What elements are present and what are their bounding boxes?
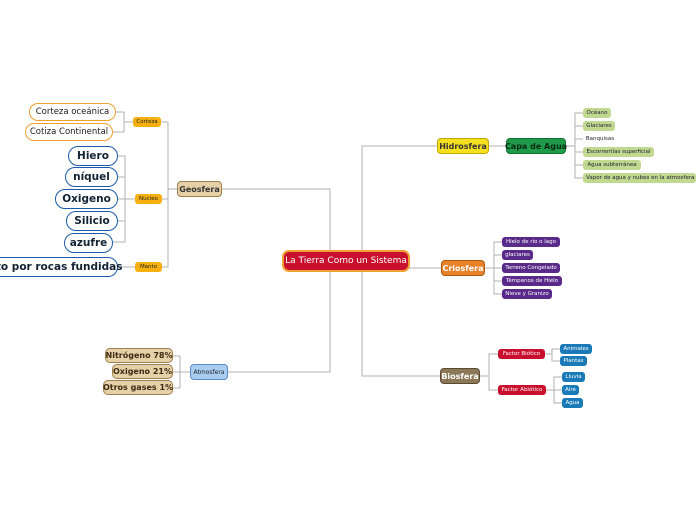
atmosfera-node[interactable]: Atmosfera [190,364,228,380]
capa-agua-node[interactable]: Capa de Agua [505,138,567,154]
agua-subterranea-item[interactable]: Agua subterránea [583,160,641,170]
manto-node[interactable]: Manto [135,262,162,272]
corteza-continental-item[interactable]: Cotiza Continental [25,123,113,141]
factor-abiotico-node[interactable]: Factor Abiótico [498,385,546,395]
glaciares-item[interactable]: Glaciares [583,121,615,131]
otros-gases-item[interactable]: Otros gases 1% [103,380,173,395]
nieve-granizo-item[interactable]: Nieve y Granizo [502,289,552,299]
tempanos-item[interactable]: Témpanos de Hielo [502,276,562,286]
vapor-agua-item[interactable]: Vapor de agua y nubes en la atmosfera [583,173,696,183]
central-topic[interactable]: La Tierra Como un Sistema [282,250,410,272]
manto-item[interactable]: esto por rocas fundidas [0,257,122,277]
glaciares-crio-item[interactable]: glaciares [502,250,533,260]
lluvia-item[interactable]: Lluvia [562,372,585,382]
escorrentias-item[interactable]: Escorrentías superficial [583,147,654,157]
factor-biotico-node[interactable]: Factor Biótico [498,349,545,359]
oxigeno-atm-item[interactable]: Oxigeno 21% [112,364,173,379]
criosfera-node[interactable]: Criosfera [441,260,485,276]
hidrosfera-node[interactable]: Hidrosfera [437,138,489,154]
corteza-oceanica-item[interactable]: Corteza oceánica [29,103,116,121]
hielo-rio-item[interactable]: Hielo de rio o lago [502,237,560,247]
animales-item[interactable]: Animales [560,344,592,354]
oceano-item[interactable]: Océano [583,108,611,118]
biosfera-node[interactable]: Biosfera [440,368,480,384]
nitrogeno-item[interactable]: Nitrógeno 78% [105,348,173,363]
aire-item[interactable]: Aire [562,385,579,395]
banquisas-item[interactable]: Banquisas [585,136,615,142]
terreno-congelado-item[interactable]: Terreno Congelado [502,263,560,273]
hierro-item[interactable]: Hiero [68,146,118,166]
oxigeno-item[interactable]: Oxigeno [55,189,118,209]
geosfera-node[interactable]: Geosfera [177,181,222,197]
agua-item[interactable]: Agua [562,398,583,408]
silicio-item[interactable]: Silicio [66,211,118,231]
nucleo-node[interactable]: Nucleo [135,194,162,204]
niquel-item[interactable]: níquel [65,167,118,187]
corteza-node[interactable]: Corteza [133,117,161,127]
azufre-item[interactable]: azufre [64,233,113,253]
plantas-item[interactable]: Plantas [560,356,587,366]
